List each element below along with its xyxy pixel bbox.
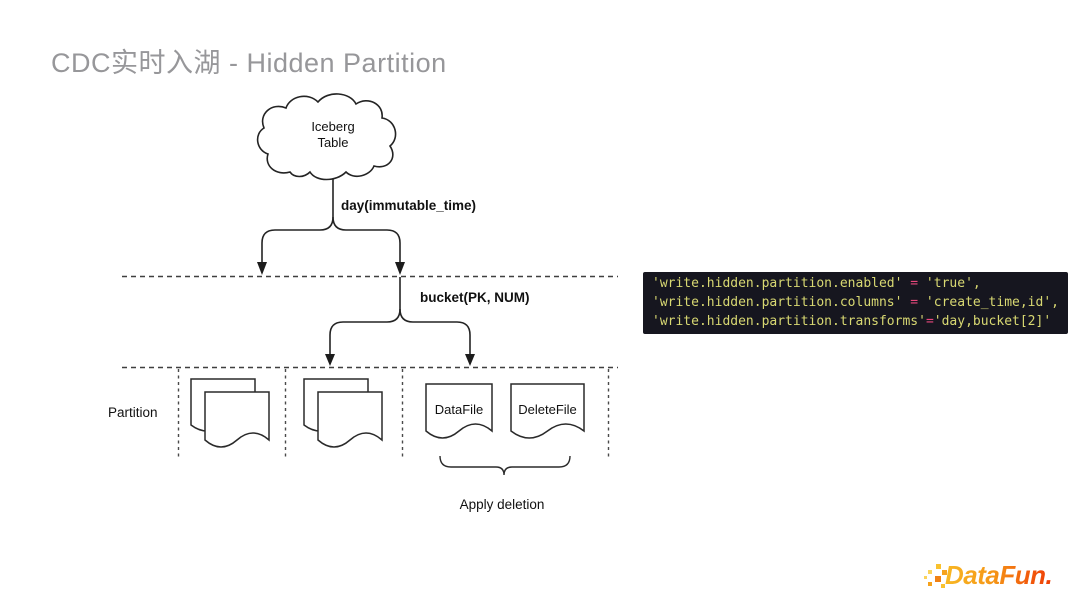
code-key: 'write.hidden.partition.transforms' — [652, 314, 926, 329]
datafun-logo-text: DataFun. — [945, 560, 1053, 590]
page-title: CDC实时入湖 - Hidden Partition — [51, 48, 447, 78]
iceberg-cloud-shape — [256, 93, 397, 181]
code-line: 'write.hidden.partition.transforms'='day… — [652, 312, 1059, 331]
document-stack2-front — [317, 391, 383, 448]
code-key: 'write.hidden.partition.columns' — [652, 295, 911, 310]
datafile-label: DataFile — [434, 402, 484, 417]
code-operator: = — [910, 276, 919, 291]
code-operator: = — [910, 295, 919, 310]
datafun-logo-dots-icon — [924, 564, 947, 588]
partition-label: Partition — [108, 405, 158, 420]
deletefile-label: DeleteFile — [518, 402, 577, 417]
connector-level2-right — [399, 308, 471, 355]
code-block: 'write.hidden.partition.enabled' = 'true… — [643, 272, 1068, 334]
arrowhead-level1-left — [257, 262, 267, 275]
document-deletefile — [510, 383, 585, 439]
arrowhead-level2-right — [465, 354, 475, 366]
document-datafile — [425, 383, 493, 439]
apply-deletion-label: Apply deletion — [459, 497, 545, 512]
code-key: 'write.hidden.partition.enabled' — [652, 276, 911, 291]
code-operator: = — [925, 314, 934, 329]
bucket-transform-label: bucket(PK, NUM) — [420, 290, 530, 305]
connector-level1-left — [261, 179, 334, 263]
code-value: 'day,bucket[2]' — [933, 314, 1052, 329]
day-transform-label: day(immutable_time) — [341, 198, 477, 213]
apply-deletion-brace — [439, 455, 571, 476]
iceberg-table-label: Iceberg Table — [311, 119, 355, 150]
code-value: 'true', — [918, 276, 981, 291]
arrowhead-level2-left — [325, 354, 335, 366]
connector-level2-left — [329, 308, 401, 355]
code-line: 'write.hidden.partition.enabled' = 'true… — [652, 274, 1059, 293]
connector-level1-right — [332, 216, 401, 263]
code-line: 'write.hidden.partition.columns' = 'crea… — [652, 293, 1059, 312]
document-stack1-front — [204, 391, 270, 448]
datafun-logo: DataFun. — [924, 560, 1070, 594]
arrowhead-level1-right — [395, 262, 405, 275]
code-value: 'create_time,id', — [918, 295, 1059, 310]
